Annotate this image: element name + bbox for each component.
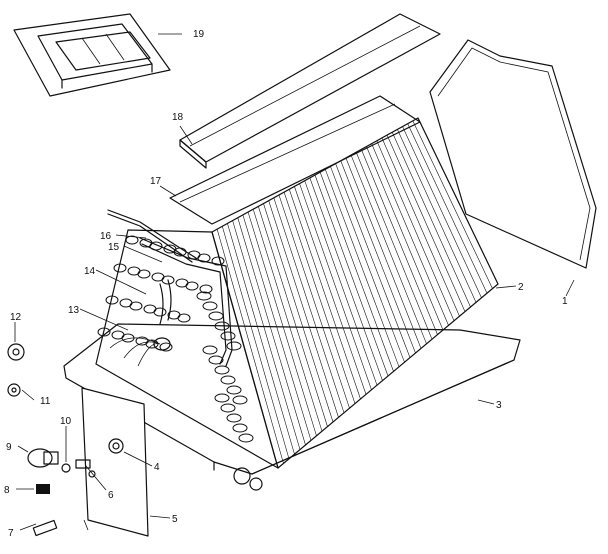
part-11-washer [7, 383, 21, 397]
part-10-nipple [61, 463, 71, 473]
callout-1: 1 [562, 296, 568, 307]
part-2-coil-right [211, 117, 499, 469]
callout-5: 5 [172, 514, 178, 525]
callout-2: 2 [518, 282, 524, 293]
callout-3: 3 [496, 400, 502, 411]
callout-11: 11 [40, 396, 51, 407]
callout-6: 6 [108, 490, 114, 501]
callout-12: 12 [10, 312, 22, 323]
part-12-washer [7, 343, 25, 361]
callout-18: 18 [172, 112, 184, 123]
callout-4: 4 [154, 462, 160, 473]
part-16-header-tube [107, 209, 197, 263]
part-7-tube-stub [32, 519, 58, 537]
callout-15: 15 [108, 242, 120, 253]
part-13-feeder-tubes [109, 337, 161, 367]
part-6-plug [75, 459, 91, 469]
part-18-rail [179, 13, 441, 169]
callout-10: 10 [60, 416, 72, 427]
callout-17: 17 [150, 176, 162, 187]
part-5-access-plate [81, 387, 149, 537]
part-9-fitting [27, 448, 59, 468]
part-19-tray [13, 13, 171, 97]
part-8-nut [36, 484, 50, 494]
part-1-side-panel [429, 39, 597, 269]
callout-19: 19 [193, 29, 205, 40]
coil-left-slab [95, 229, 279, 469]
part-15-suction-line [139, 237, 233, 367]
callout-16: 16 [100, 231, 112, 242]
callout-13: 13 [68, 305, 80, 316]
part-4-grommet [233, 467, 263, 491]
callout-9: 9 [6, 442, 12, 453]
callout-leaders [14, 33, 575, 531]
callout-14: 14 [84, 266, 96, 277]
callout-8: 8 [4, 485, 10, 496]
callout-7: 7 [8, 528, 14, 539]
part-17-top-plate [169, 95, 421, 225]
